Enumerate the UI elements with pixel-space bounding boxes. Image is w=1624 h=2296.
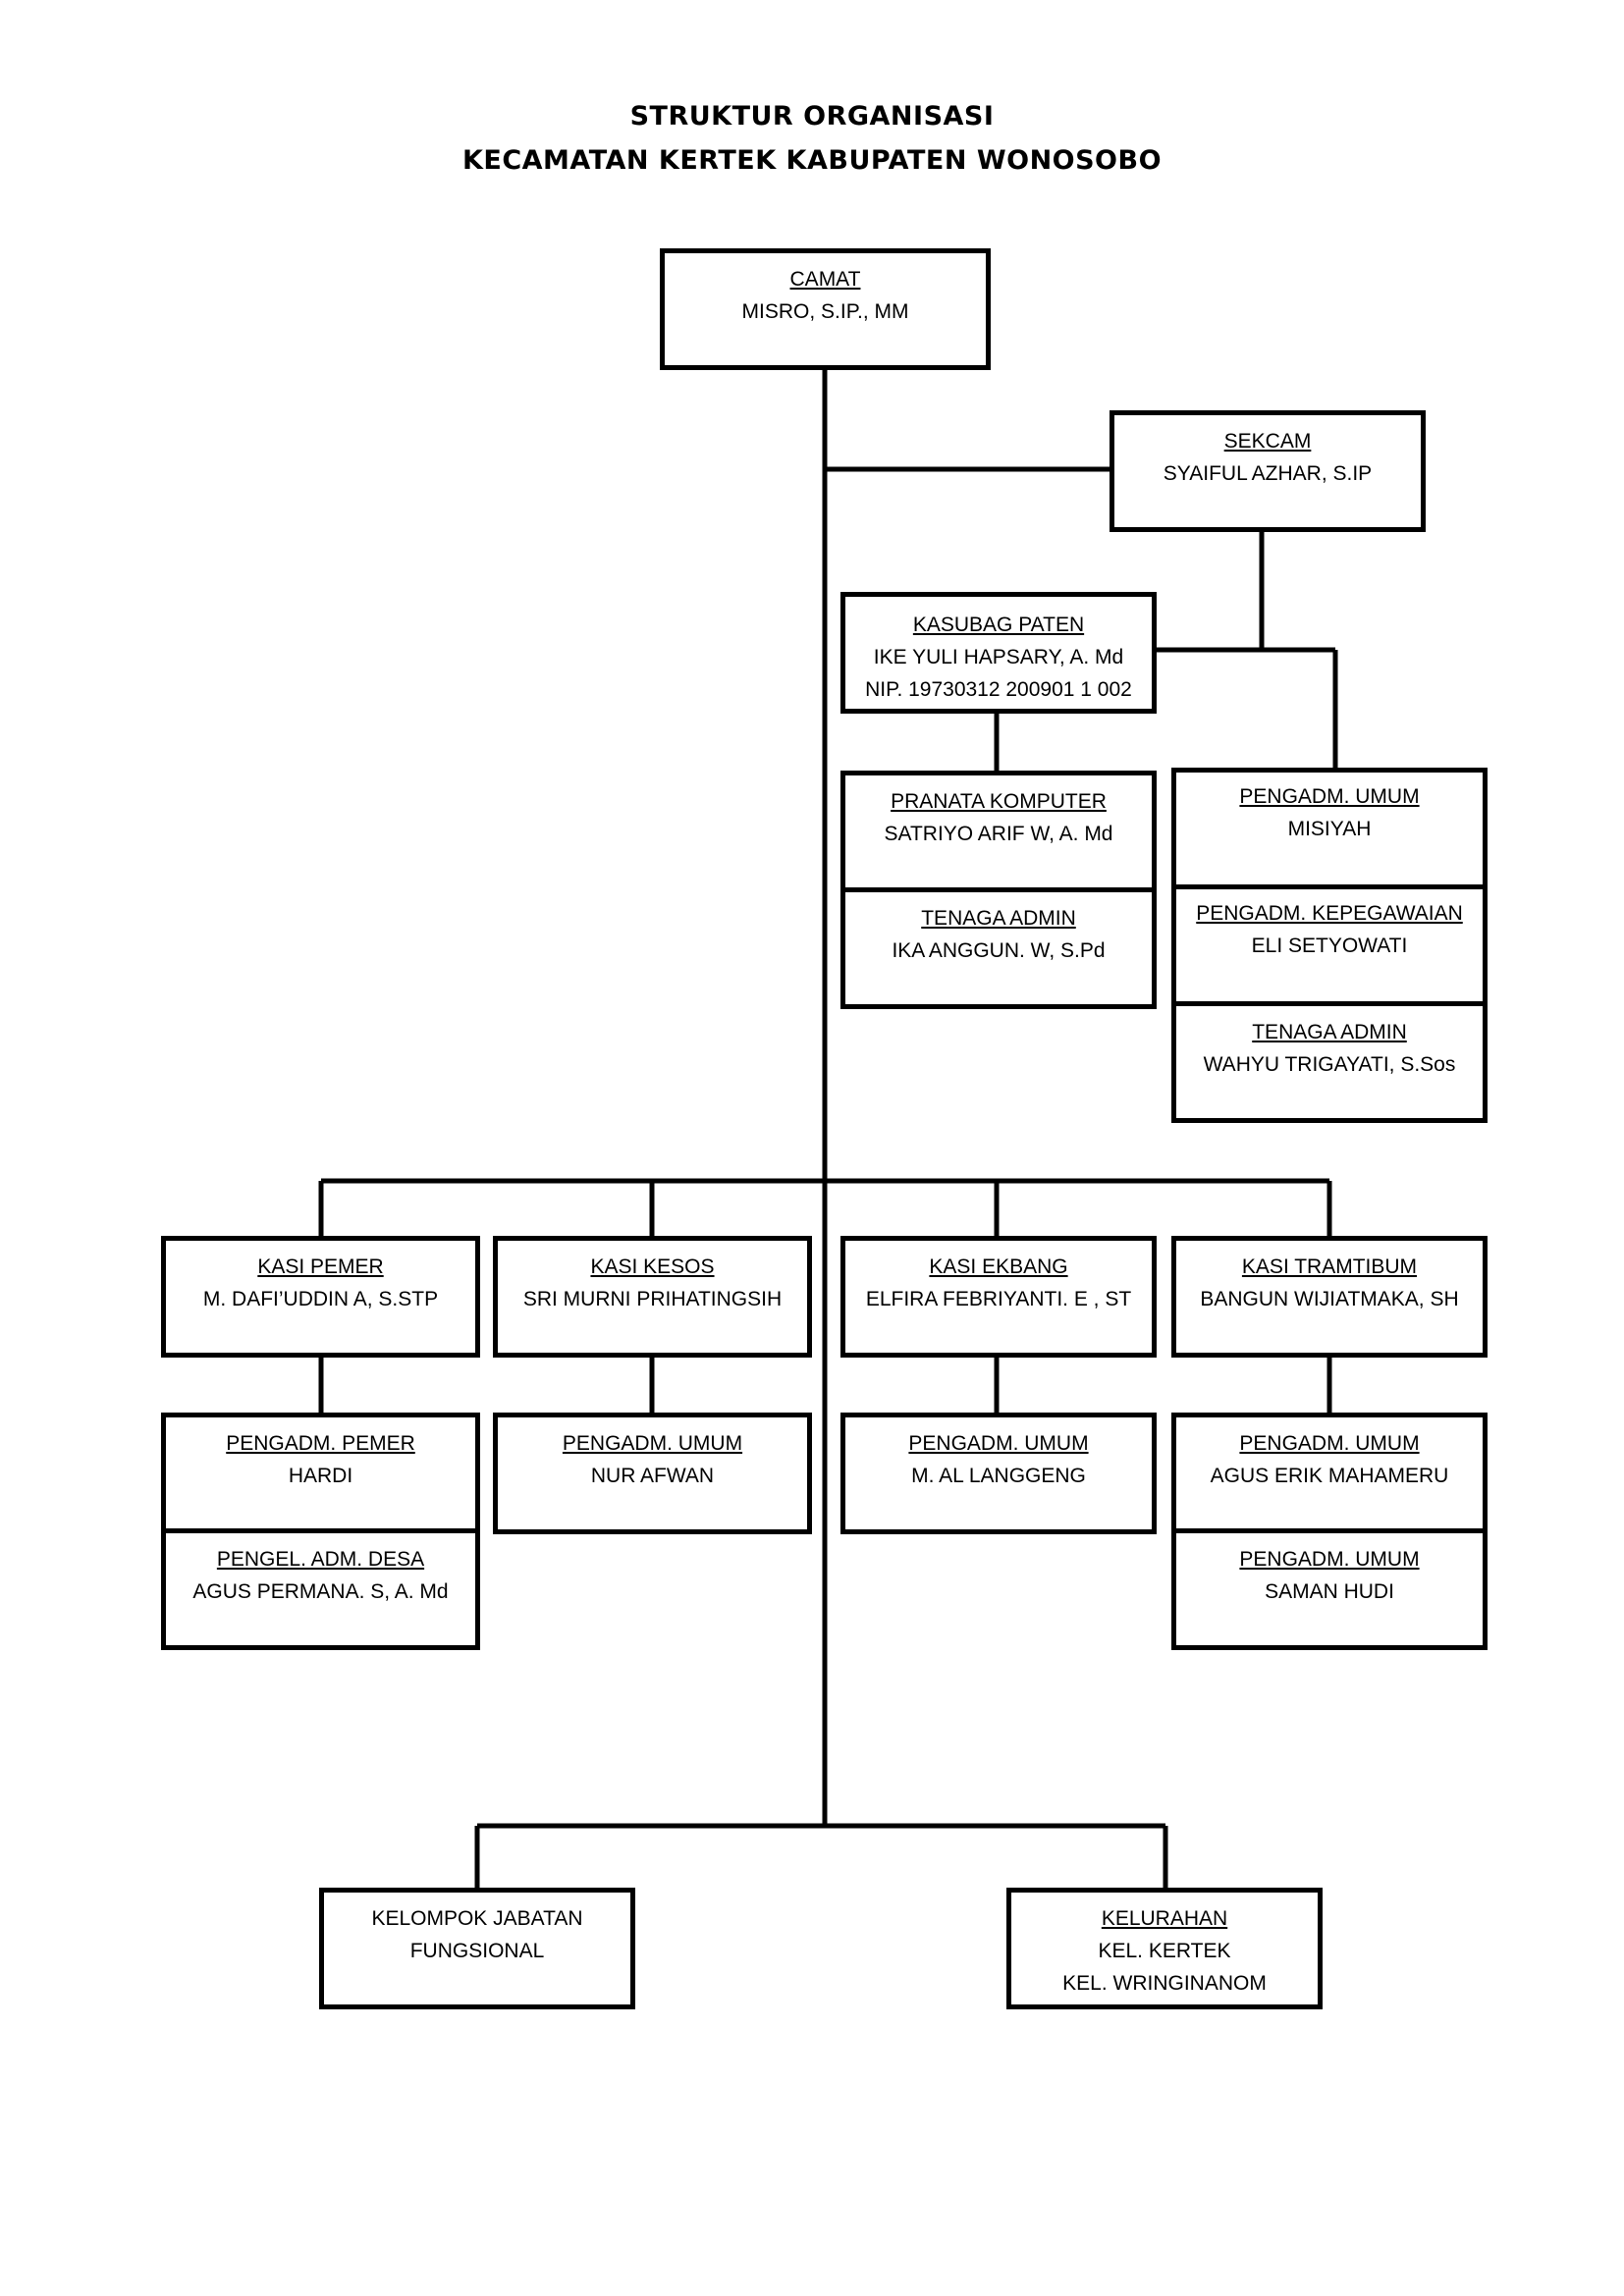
pranata-komputer-role: PRANATA KOMPUTER	[891, 790, 1107, 813]
pengadm-umum-kesos-role: PENGADM. UMUM	[562, 1432, 743, 1455]
pengel-adm-desa-box: PENGEL. ADM. DESA AGUS PERMANA. S, A. Md	[161, 1528, 480, 1650]
pranata-komputer-name: SATRIYO ARIF W, A. Md	[884, 823, 1113, 845]
kasi-kesos-box: KASI KESOS SRI MURNI PRIHATINGSIH	[493, 1236, 812, 1358]
chart-title-line1: STRUKTUR ORGANISASI	[629, 101, 995, 132]
pengadm-umum-tramtibum-2-box: PENGADM. UMUM SAMAN HUDI	[1171, 1528, 1488, 1650]
kasi-tramtibum-box: KASI TRAMTIBUM BANGUN WIJIATMAKA, SH	[1171, 1236, 1488, 1358]
pengadm-pemer-name: HARDI	[288, 1465, 353, 1487]
pengel-adm-desa-name: AGUS PERMANA. S, A. Md	[192, 1580, 449, 1603]
kelurahan-line2: KEL. WRINGINANOM	[1062, 1972, 1267, 1995]
pengadm-umum-tramtibum-1-role: PENGADM. UMUM	[1239, 1432, 1420, 1455]
chart-title-line2: KECAMATAN KERTEK KABUPATEN WONOSOBO	[461, 145, 1163, 176]
kasubag-paten-name: IKE YULI HAPSARY, A. Md	[873, 646, 1124, 668]
kasi-tramtibum-role: KASI TRAMTIBUM	[1241, 1255, 1418, 1278]
pengadm-kepegawaian-box: PENGADM. KEPEGAWAIAN ELI SETYOWATI	[1171, 884, 1488, 1006]
tenaga-admin-2-box: TENAGA ADMIN WAHYU TRIGAYATI, S.Sos	[1171, 1001, 1488, 1123]
kasi-pemer-box: KASI PEMER M. DAFI’UDDIN A, S.STP	[161, 1236, 480, 1358]
kelurahan-box: KELURAHAN KEL. KERTEK KEL. WRINGINANOM	[1006, 1888, 1323, 2009]
kasi-kesos-role: KASI KESOS	[590, 1255, 715, 1278]
camat-role: CAMAT	[789, 268, 861, 291]
camat-name: MISRO, S.IP., MM	[741, 300, 909, 323]
pranata-komputer-box: PRANATA KOMPUTER SATRIYO ARIF W, A. Md	[840, 771, 1157, 892]
kelompok-jabatan-line1: KELOMPOK JABATAN	[371, 1907, 583, 1930]
kasubag-paten-nip: NIP. 19730312 200901 1 002	[865, 678, 1132, 701]
pengadm-umum-ekbang-role: PENGADM. UMUM	[908, 1432, 1089, 1455]
kelompok-jabatan-box: KELOMPOK JABATAN FUNGSIONAL	[319, 1888, 635, 2009]
sekcam-name: SYAIFUL AZHAR, S.IP	[1163, 462, 1373, 485]
pengadm-umum-sekcam-role: PENGADM. UMUM	[1239, 785, 1420, 808]
pengel-adm-desa-role: PENGEL. ADM. DESA	[216, 1548, 425, 1571]
camat-box: CAMAT MISRO, S.IP., MM	[660, 248, 991, 370]
tenaga-admin-1-role: TENAGA ADMIN	[921, 907, 1076, 930]
kasubag-paten-role: KASUBAG PATEN	[912, 614, 1085, 636]
kasi-pemer-name: M. DAFI’UDDIN A, S.STP	[202, 1288, 439, 1310]
tenaga-admin-2-role: TENAGA ADMIN	[1252, 1021, 1407, 1043]
pengadm-pemer-box: PENGADM. PEMER HARDI	[161, 1413, 480, 1534]
kasubag-paten-box: KASUBAG PATEN IKE YULI HAPSARY, A. Md NI…	[840, 592, 1157, 714]
tenaga-admin-1-box: TENAGA ADMIN IKA ANGGUN. W, S.Pd	[840, 887, 1157, 1009]
kasi-ekbang-role: KASI EKBANG	[929, 1255, 1068, 1278]
pengadm-umum-sekcam-name: MISIYAH	[1287, 818, 1372, 840]
pengadm-umum-tramtibum-2-name: SAMAN HUDI	[1265, 1580, 1394, 1603]
sekcam-role: SEKCAM	[1223, 430, 1312, 453]
pengadm-umum-tramtibum-1-name: AGUS ERIK MAHAMERU	[1210, 1465, 1449, 1487]
pengadm-pemer-role: PENGADM. PEMER	[226, 1432, 415, 1455]
pengadm-umum-kesos-name: NUR AFWAN	[590, 1465, 715, 1487]
pengadm-kepegawaian-name: ELI SETYOWATI	[1251, 934, 1408, 957]
kasi-pemer-role: KASI PEMER	[257, 1255, 384, 1278]
pengadm-umum-tramtibum-1-box: PENGADM. UMUM AGUS ERIK MAHAMERU	[1171, 1413, 1488, 1534]
kasi-tramtibum-name: BANGUN WIJIATMAKA, SH	[1200, 1288, 1459, 1310]
tenaga-admin-1-name: IKA ANGGUN. W, S.Pd	[892, 939, 1106, 962]
sekcam-box: SEKCAM SYAIFUL AZHAR, S.IP	[1110, 410, 1426, 532]
pengadm-umum-tramtibum-2-role: PENGADM. UMUM	[1239, 1548, 1420, 1571]
pengadm-umum-sekcam-box: PENGADM. UMUM MISIYAH	[1171, 768, 1488, 889]
tenaga-admin-2-name: WAHYU TRIGAYATI, S.Sos	[1203, 1053, 1456, 1076]
kelurahan-role: KELURAHAN	[1101, 1907, 1228, 1930]
pengadm-umum-ekbang-box: PENGADM. UMUM M. AL LANGGENG	[840, 1413, 1157, 1534]
kelurahan-line1: KEL. KERTEK	[1098, 1940, 1231, 1962]
kelompok-jabatan-line2: FUNGSIONAL	[409, 1940, 545, 1962]
kasi-ekbang-name: ELFIRA FEBRIYANTI. E , ST	[865, 1288, 1132, 1310]
kasi-kesos-name: SRI MURNI PRIHATINGSIH	[522, 1288, 783, 1310]
pengadm-kepegawaian-role: PENGADM. KEPEGAWAIAN	[1196, 902, 1463, 925]
pengadm-umum-kesos-box: PENGADM. UMUM NUR AFWAN	[493, 1413, 812, 1534]
pengadm-umum-ekbang-name: M. AL LANGGENG	[911, 1465, 1086, 1487]
kasi-ekbang-box: KASI EKBANG ELFIRA FEBRIYANTI. E , ST	[840, 1236, 1157, 1358]
